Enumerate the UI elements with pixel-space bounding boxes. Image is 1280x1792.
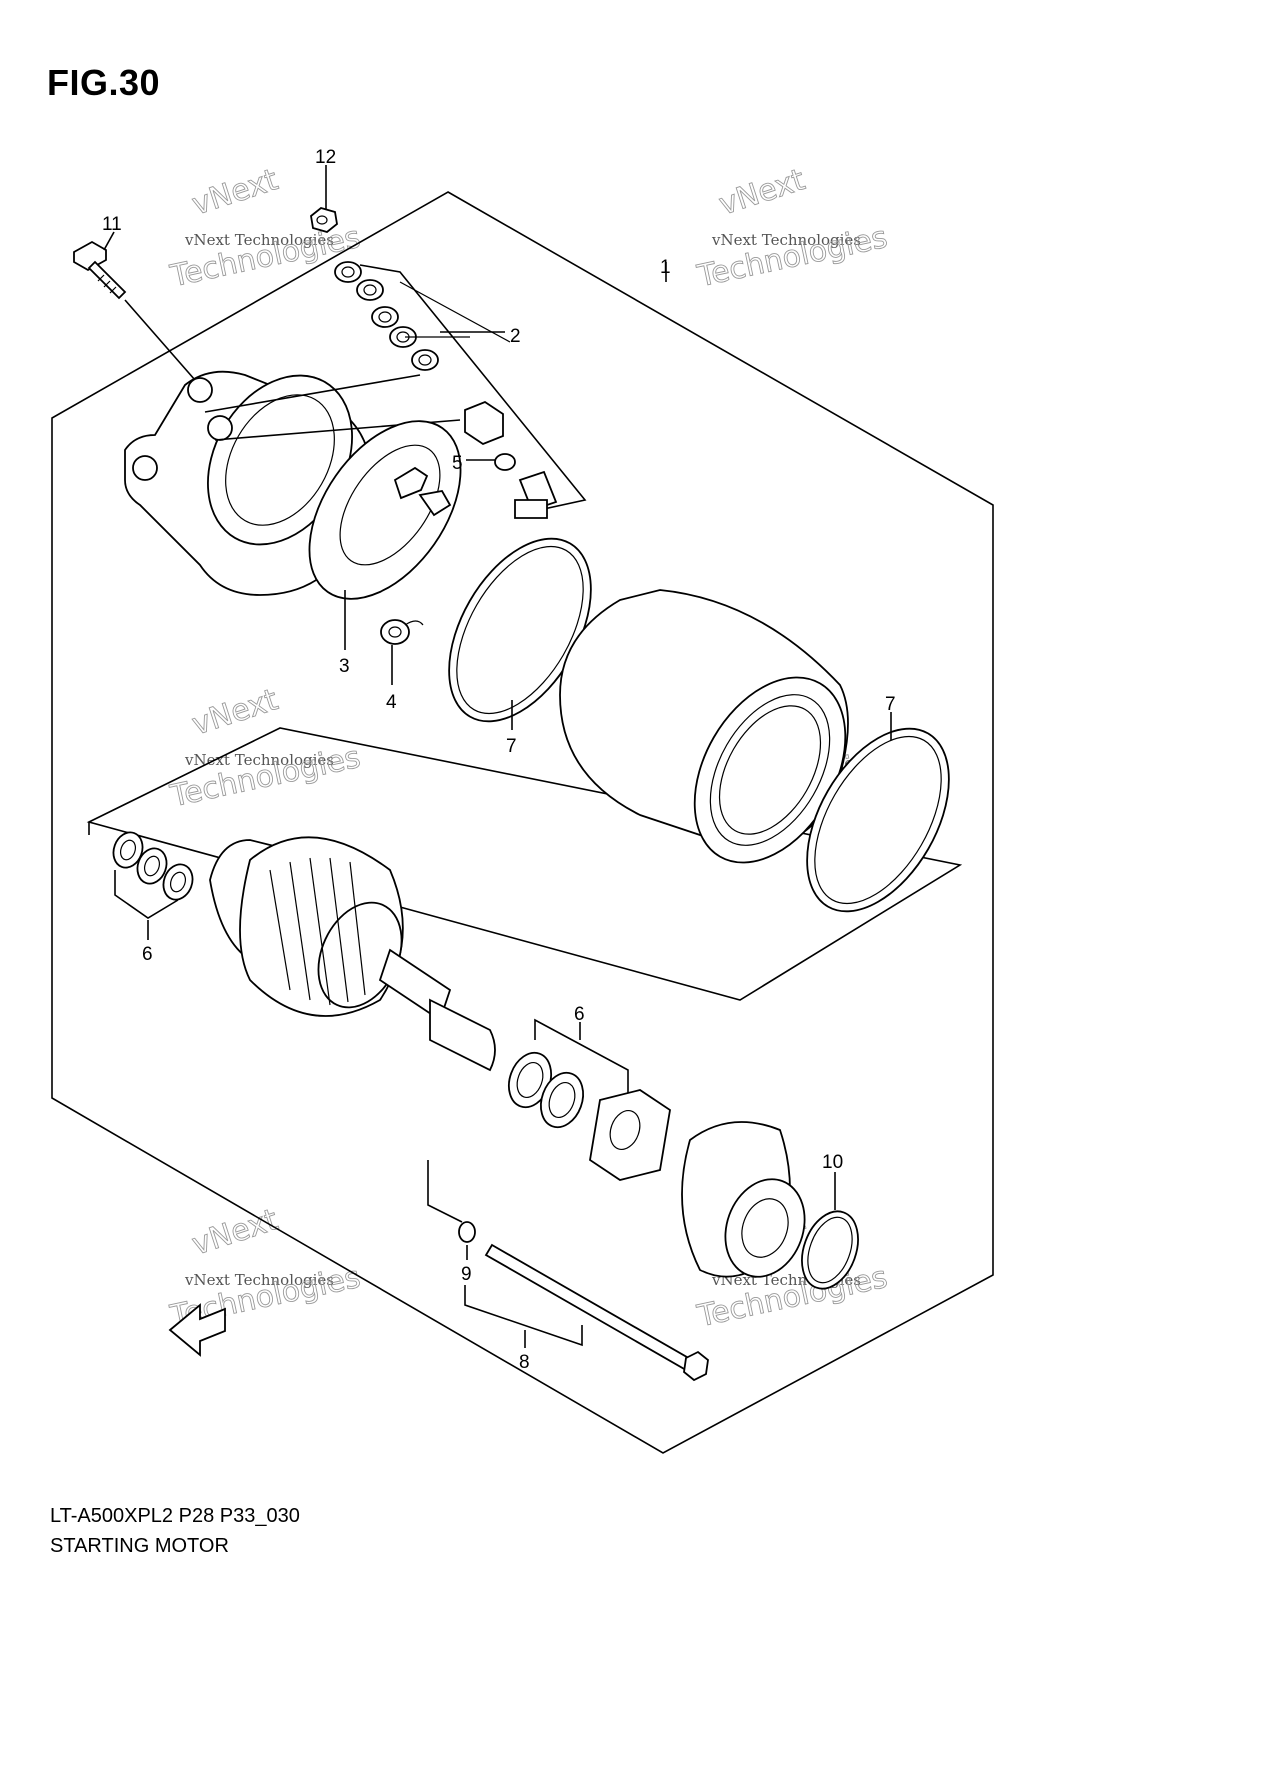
svg-text:vNext Technologies: vNext Technologies xyxy=(184,751,334,769)
svg-text:vNext Technologies: vNext Technologies xyxy=(184,231,334,249)
svg-text:vNext: vNext xyxy=(188,162,282,222)
washer-set-6-right xyxy=(508,1051,584,1129)
model-code: LT-A500XPL2 P28 P33_030 xyxy=(50,1505,300,1527)
svg-text:vNext Technologies: vNext Technologies xyxy=(184,1271,334,1289)
callout-1: 1 xyxy=(660,257,671,278)
o-ring-7-left xyxy=(448,537,592,723)
callout-5: 5 xyxy=(452,453,463,474)
armature-group-boundary xyxy=(86,727,963,1001)
o-ring-10 xyxy=(801,1210,859,1290)
callout-4: 4 xyxy=(386,692,397,713)
leader-11 xyxy=(103,231,115,251)
callout-12: 12 xyxy=(315,147,336,168)
callout-8-9-bracket xyxy=(427,1160,463,1223)
callout-7-left: 7 xyxy=(506,736,517,757)
callout-9: 9 xyxy=(461,1264,472,1285)
callout-6-left-bracket xyxy=(114,870,179,919)
armature xyxy=(209,836,496,1072)
figure-title: FIG.30 xyxy=(47,62,161,103)
callout-6-right: 6 xyxy=(574,1004,585,1025)
callout-2-bracket xyxy=(359,264,587,513)
callout-7-right: 7 xyxy=(885,694,896,715)
callout-11: 11 xyxy=(102,214,122,235)
callout-10: 10 xyxy=(822,1152,843,1173)
callout-3: 3 xyxy=(339,656,350,677)
assembly-boundary xyxy=(51,191,994,1454)
part-name: STARTING MOTOR xyxy=(50,1535,229,1557)
svg-text:vNext: vNext xyxy=(715,162,809,222)
washer-set-2 xyxy=(334,261,439,371)
washer-set-6-left xyxy=(112,831,194,901)
brush-spring-4 xyxy=(380,619,424,645)
bolt-11 xyxy=(73,240,196,381)
washer-9 xyxy=(458,1221,476,1243)
through-bolt-8 xyxy=(484,1243,709,1382)
lock-plate xyxy=(589,1089,671,1181)
callout-2: 2 xyxy=(510,326,521,347)
svg-text:vNext Technologies: vNext Technologies xyxy=(711,231,861,249)
nut-12 xyxy=(310,207,338,233)
front-housing xyxy=(681,1121,806,1278)
callout-8-bracket xyxy=(464,1285,583,1347)
rear-cover xyxy=(124,370,461,596)
o-ring-7-right xyxy=(806,727,950,913)
callout-8: 8 xyxy=(519,1352,530,1373)
callout-6-left: 6 xyxy=(142,944,153,965)
callout-6-right-bracket xyxy=(534,1018,629,1100)
svg-text:vNext: vNext xyxy=(188,1202,282,1262)
brush-plate-3 xyxy=(308,420,462,600)
terminal-5 xyxy=(464,400,558,519)
front-arrow-icon xyxy=(168,1303,226,1357)
